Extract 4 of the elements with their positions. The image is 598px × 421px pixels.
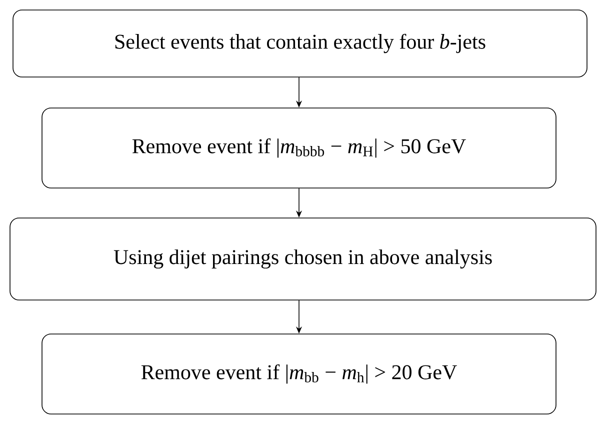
process-box: Using dijet pairings chosen in above analysis <box>10 218 596 300</box>
process-box: Remove event if |m$_{bbbb}$ − m$_{H}$| > 50 GeV <box>42 108 556 188</box>
process-box: Select events that contain exactly four b-jets <box>12 10 588 78</box>
process-box: Remove event if |m$_{bb}$ − m$_{h}$| > 20 GeV <box>42 334 556 414</box>
